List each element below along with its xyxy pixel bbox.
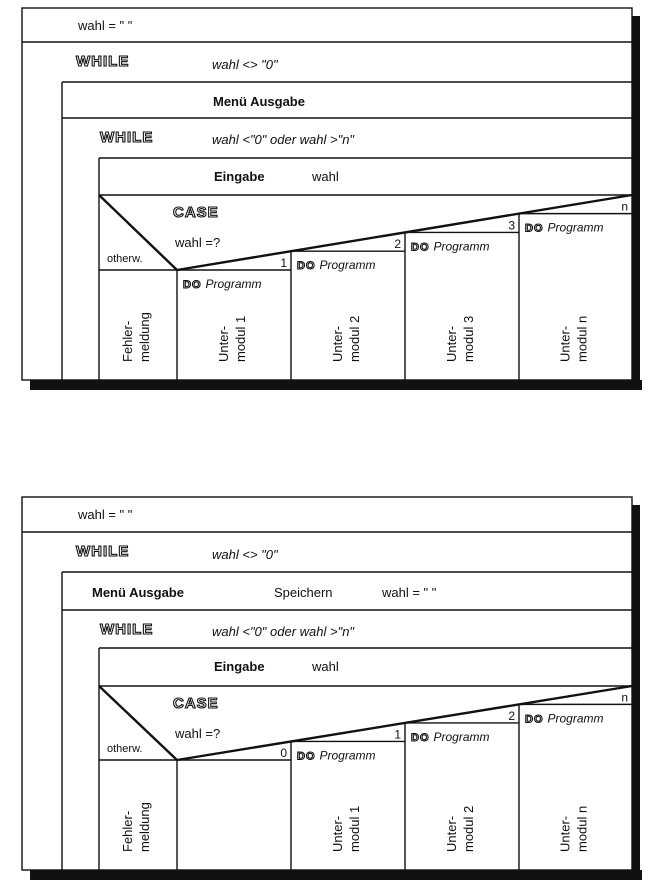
case-value-label: 2 — [508, 709, 515, 723]
outer-frame — [21, 7, 633, 381]
while-keyword: WHILE — [100, 129, 153, 146]
case-diagonal — [98, 194, 178, 271]
init-statement: wahl = " " — [77, 18, 133, 33]
otherwise-label: otherw. — [107, 253, 142, 265]
otherwise-label: otherw. — [107, 743, 142, 755]
do-program-call: DO Programm — [411, 730, 490, 744]
case-value-label: 2 — [394, 237, 401, 251]
structogram-2: wahl = " " WHILE wahl <> "0" Menü Ausgabe Sp… — [21, 496, 642, 880]
outer-while-condition: wahl <> "0" — [212, 547, 279, 562]
do-keyword: DO — [411, 732, 430, 744]
inner-while-condition: wahl <"0" oder wahl >"n" — [212, 132, 355, 147]
submodule-label: modul 2 — [347, 316, 362, 362]
program-label: Programm — [548, 711, 604, 725]
input-variable: wahl — [311, 169, 339, 184]
init-statement: wahl = " " — [77, 507, 133, 522]
drop-shadow — [30, 870, 642, 880]
inner-while-condition: wahl <"0" oder wahl >"n" — [212, 624, 355, 639]
do-program-call: DO Programm — [525, 711, 604, 725]
save-statement: Speichern — [274, 585, 333, 600]
drop-shadow — [632, 16, 640, 390]
menu-output: Menü Ausgabe — [92, 585, 184, 600]
error-message-line: meldung — [137, 802, 152, 852]
do-program-call: DO Programm — [297, 748, 376, 762]
outer-while-condition: wahl <> "0" — [212, 57, 279, 72]
case-keyword: CASE — [173, 695, 219, 712]
do-keyword: DO — [183, 279, 202, 291]
case-diagonal — [98, 685, 178, 761]
case-value-label: 1 — [280, 256, 287, 270]
case-value-label: 0 — [280, 746, 287, 760]
program-label: Programm — [206, 277, 262, 291]
program-label: Programm — [434, 239, 490, 253]
submodule-label: modul 2 — [461, 806, 476, 852]
case-value-label: n — [621, 690, 628, 704]
while-keyword: WHILE — [76, 53, 129, 70]
do-keyword: DO — [525, 713, 544, 725]
program-label: Programm — [320, 748, 376, 762]
do-program-call: DO Programm — [525, 221, 604, 235]
submodule-label: Unter- — [216, 326, 231, 362]
input-keyword: Eingabe — [214, 659, 265, 674]
drop-shadow — [30, 380, 642, 390]
do-program-call: DO Programm — [183, 277, 262, 291]
outer-frame — [21, 496, 633, 871]
while-keyword: WHILE — [100, 621, 153, 638]
drop-shadow — [632, 505, 640, 880]
error-message-line: Fehler- — [120, 321, 135, 362]
submodule-label: Unter- — [444, 326, 459, 362]
do-keyword: DO — [297, 750, 316, 762]
case-expression: wahl =? — [174, 726, 220, 741]
submodule-label: modul n — [575, 316, 590, 362]
submodule-label: Unter- — [558, 816, 573, 852]
do-program-call: DO Programm — [297, 258, 376, 272]
case-keyword: CASE — [173, 204, 219, 221]
while-keyword: WHILE — [76, 543, 129, 560]
program-label: Programm — [320, 258, 376, 272]
error-message-line: meldung — [137, 312, 152, 362]
do-program-call: DO Programm — [411, 239, 490, 253]
menu-output: Menü Ausgabe — [213, 94, 305, 109]
reset-statement: wahl = " " — [381, 585, 437, 600]
case-expression: wahl =? — [174, 235, 220, 250]
do-keyword: DO — [297, 260, 316, 272]
error-message-line: Fehler- — [120, 811, 135, 852]
submodule-label: Unter- — [558, 326, 573, 362]
program-label: Programm — [548, 221, 604, 235]
do-keyword: DO — [411, 241, 430, 253]
case-value-label: 3 — [508, 218, 515, 232]
input-variable: wahl — [311, 659, 339, 674]
do-keyword: DO — [525, 223, 544, 235]
input-keyword: Eingabe — [214, 169, 265, 184]
submodule-label: modul 1 — [233, 316, 248, 362]
submodule-label: modul 1 — [347, 806, 362, 852]
submodule-label: modul 3 — [461, 316, 476, 362]
submodule-label: Unter- — [444, 816, 459, 852]
submodule-label: modul n — [575, 806, 590, 852]
program-label: Programm — [434, 730, 490, 744]
case-value-label: n — [621, 200, 628, 214]
submodule-label: Unter- — [330, 816, 345, 852]
case-value-label: 1 — [394, 727, 401, 741]
submodule-label: Unter- — [330, 326, 345, 362]
